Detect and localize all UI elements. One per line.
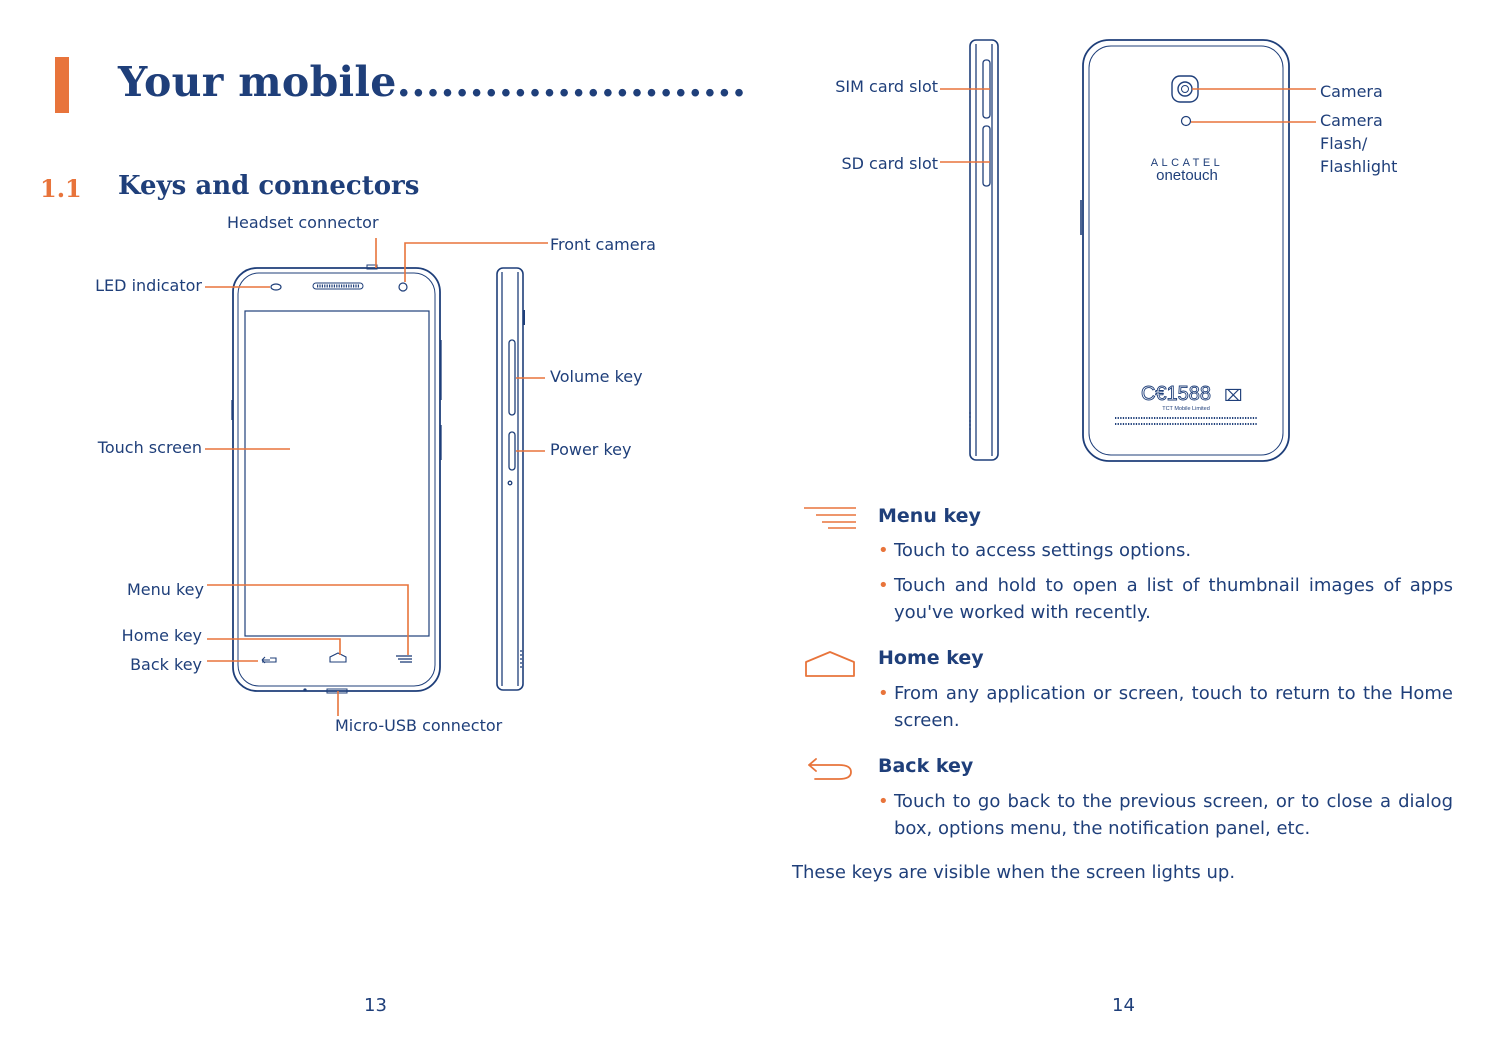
label-camera: Camera: [1320, 82, 1383, 101]
section-title: Keys and connectors: [118, 171, 420, 201]
home-key-icon: [805, 651, 855, 677]
brand-onetouch: onetouch: [1156, 167, 1218, 184]
label-front-camera: Front camera: [550, 235, 656, 254]
label-volume-key: Volume key: [550, 367, 643, 386]
label-home-key: Home key: [121, 626, 202, 645]
menu-key-bullet-2: •Touch and hold to open a list of thumbn…: [878, 575, 1453, 623]
label-touch-screen: Touch screen: [97, 438, 202, 457]
menu-key-bullet-1: •Touch to access settings options.: [878, 540, 1192, 561]
label-micro-usb: Micro-USB connector: [335, 716, 503, 735]
label-sd-card-slot: SD card slot: [841, 154, 938, 173]
label-camera-flash-line3: Flashlight: [1320, 157, 1398, 176]
chapter-title: Your mobile........................: [118, 58, 747, 106]
front-leader-lines: [205, 238, 548, 716]
label-camera-flash-line1: Camera: [1320, 111, 1383, 130]
label-camera-flash-line2: Flash/: [1320, 134, 1368, 153]
menu-key-title: Menu key: [878, 505, 981, 527]
menu-key-icon: [804, 507, 856, 529]
section-number: 1.1: [40, 174, 82, 203]
phone-front-illustration: [231, 264, 442, 694]
back-key-bullet-1: •Touch to go back to the previous screen…: [878, 791, 1453, 839]
page-number-right: 14: [1112, 995, 1135, 1016]
maker-text: TCT Mobile Limited: [1162, 406, 1210, 412]
label-back-key: Back key: [130, 655, 202, 674]
phone-back-illustration: [1080, 39, 1290, 462]
label-led-indicator: LED indicator: [95, 276, 202, 295]
brand-alcatel: ALCATEL: [1151, 157, 1224, 169]
label-headset-connector: Headset connector: [227, 213, 379, 232]
label-power-key: Power key: [550, 440, 632, 459]
back-leader-lines: [940, 88, 1316, 163]
label-menu-key: Menu key: [126, 580, 204, 599]
home-key-title: Home key: [878, 647, 984, 669]
chapter-marker: [55, 57, 69, 113]
disposal-icon: ⌧: [1224, 386, 1242, 405]
phone-side-illustration: [496, 267, 525, 691]
footer-note: These keys are visible when the screen l…: [792, 862, 1236, 883]
home-key-bullet-1: •From any application or screen, touch t…: [878, 683, 1453, 731]
phone-back-side-illustration: [969, 39, 999, 461]
page-number-left: 13: [364, 995, 387, 1016]
cert-mark: C€1588: [1141, 383, 1211, 405]
back-key-icon: [808, 758, 852, 780]
back-key-title: Back key: [878, 755, 974, 777]
label-sim-card-slot: SIM card slot: [835, 77, 938, 96]
